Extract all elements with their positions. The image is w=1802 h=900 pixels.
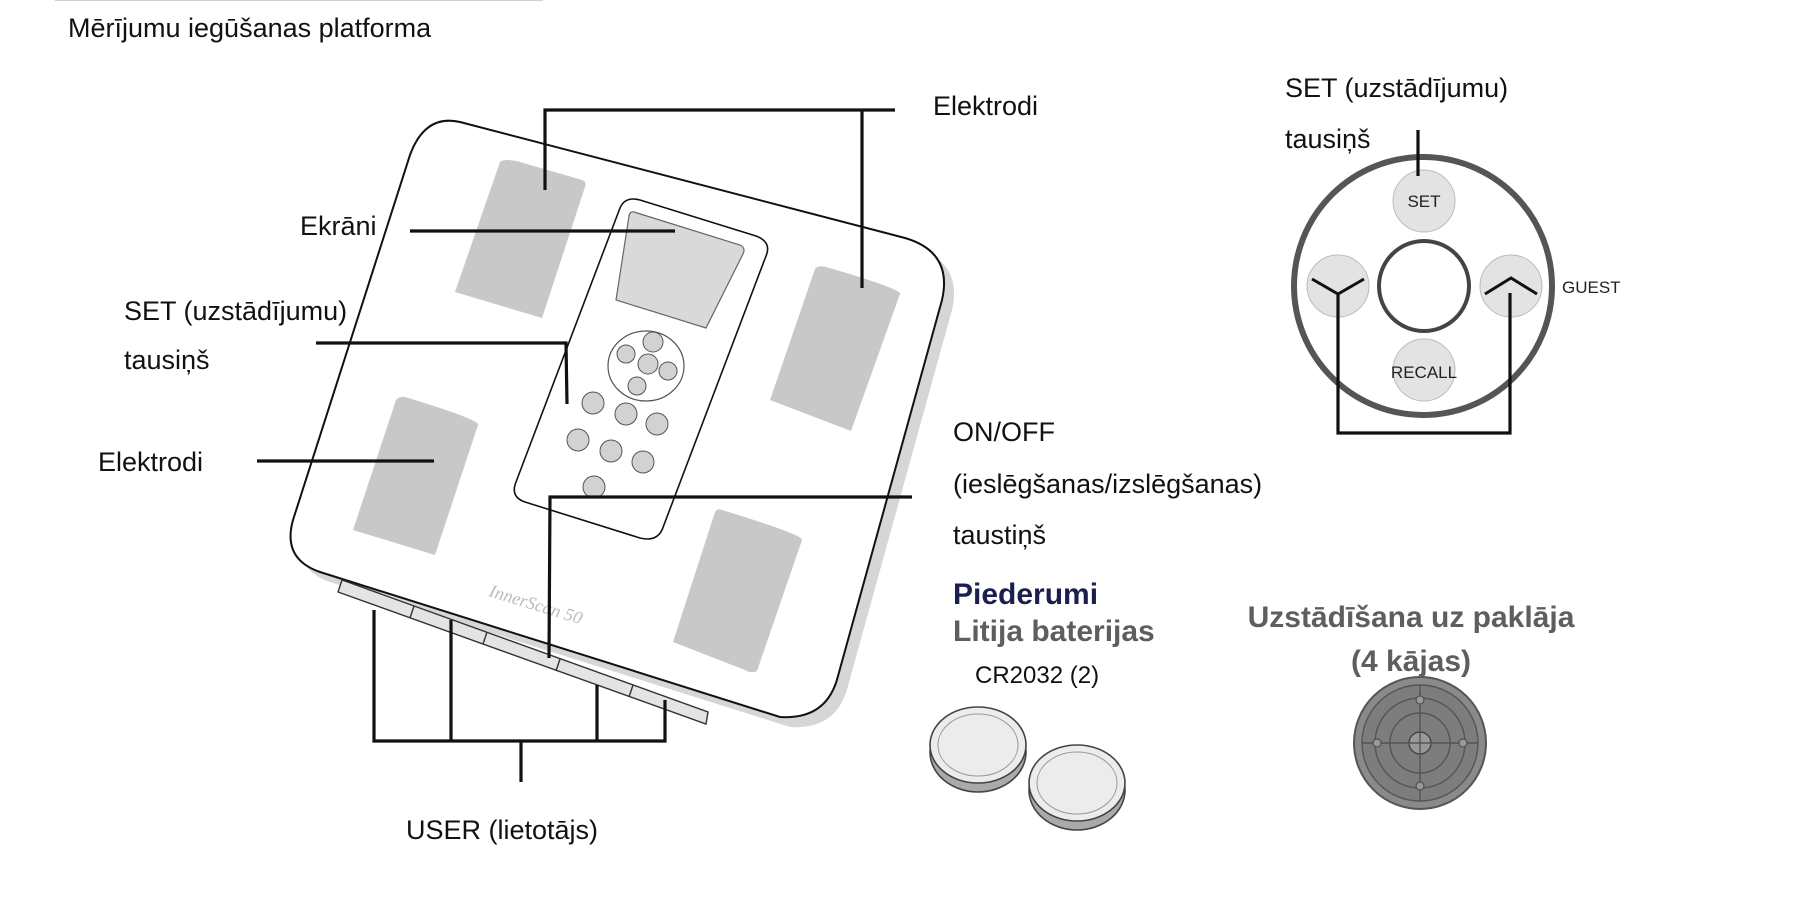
leader-set	[316, 341, 569, 405]
carpet-line2: (4 kājas)	[1350, 645, 1472, 678]
panel-dial	[607, 330, 685, 402]
label-user: USER (lietotājs)	[406, 815, 599, 845]
battery-icons	[929, 706, 1126, 831]
label-set-line2: tausiņš	[124, 345, 210, 375]
electrode-top-left	[455, 160, 586, 318]
carpet-foot-icon	[1353, 676, 1487, 810]
dial-panel: SET RECALL GUEST	[1291, 130, 1621, 435]
chevron-up-icon	[1484, 276, 1538, 296]
user-button-dividers	[409, 605, 634, 698]
top-divider	[55, 0, 543, 1]
panel-buttons	[566, 331, 678, 499]
recall-button	[1392, 338, 1456, 402]
battery-title: Litija baterijas	[953, 615, 1155, 648]
battery-model: CR2032 (2)	[975, 662, 1100, 689]
panel-set-line1: SET (uzstādījumu)	[1285, 73, 1509, 103]
leader-panel-arrows	[1336, 293, 1512, 435]
carpet-line1: Uzstādīšana uz paklāja	[1247, 601, 1575, 634]
label-elektrodi-top: Elektrodi	[933, 91, 1039, 121]
set-button	[1392, 169, 1456, 233]
label-onoff-line1: ON/OFF	[953, 417, 1055, 447]
dial-center-ring	[1377, 239, 1471, 333]
leader-onoff	[547, 495, 912, 659]
dial-outer-ring	[1291, 154, 1555, 418]
guest-label: GUEST	[1562, 278, 1621, 297]
electrode-top-right	[770, 266, 901, 431]
set-button-label: SET	[1407, 192, 1440, 211]
leader-lines	[257, 108, 912, 782]
label-set-line1: SET (uzstādījumu)	[124, 296, 348, 326]
electrodes	[353, 160, 901, 673]
page-title: Mērījumu iegūšanas platforma	[68, 13, 432, 43]
panel-set-line2: tausiņš	[1285, 124, 1371, 154]
accessories-heading: Piederumi	[953, 578, 1099, 611]
display-screen	[615, 211, 745, 329]
electrode-bottom-left	[353, 396, 479, 555]
label-elektrodi-left: Elektrodi	[98, 447, 204, 477]
electrode-bottom-right	[673, 509, 803, 673]
leader-elektrodi-top	[543, 108, 895, 190]
label-ekrani: Ekrāni	[300, 211, 377, 241]
label-onoff-line2: (ieslēgšanas/izslēgšanas)	[953, 469, 1263, 499]
label-onoff-line3: taustiņš	[953, 520, 1047, 550]
user-buttons-strip	[337, 579, 709, 725]
recall-button-label: RECALL	[1391, 363, 1457, 382]
